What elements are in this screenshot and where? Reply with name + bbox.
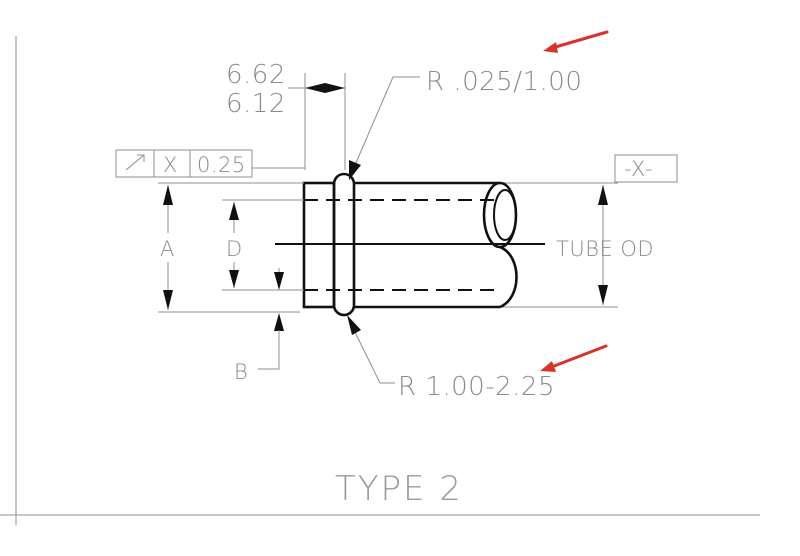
tube-od-label: TUBE OD xyxy=(556,237,654,261)
radius-top-arrow-icon xyxy=(349,160,361,180)
dim-b-label: B xyxy=(234,360,248,384)
tube-od-arrow-bottom-icon xyxy=(598,285,608,305)
drawing-title: TYPE 2 xyxy=(335,469,463,509)
radius-bottom-label: R 1.00-2.25 xyxy=(398,372,555,402)
dim-a-label: A xyxy=(160,237,175,261)
dim-upper-label: 6.62 xyxy=(226,60,286,90)
dim-b-arrow-top-icon xyxy=(274,272,284,290)
radius-top-label: R .025/1.00 xyxy=(426,67,582,97)
red-arrow-bottom-icon xyxy=(540,344,608,372)
dim-d-arrow-bottom-icon xyxy=(229,270,239,288)
feature-control-frame: X 0.25 xyxy=(115,149,253,178)
dim-a-arrow-top-icon xyxy=(163,185,173,205)
radius-top-leader xyxy=(351,76,420,173)
dim-b-leader xyxy=(258,330,280,370)
dim-d-label: D xyxy=(226,237,243,261)
radius-bottom-leader xyxy=(349,321,395,384)
dim-d-arrow-top-icon xyxy=(229,202,239,220)
dim-arrow-left-icon xyxy=(305,83,325,93)
red-arrow-top-icon xyxy=(543,30,609,53)
datum-label: -X- xyxy=(624,157,653,181)
fcf-tolerance: 0.25 xyxy=(197,153,246,177)
tube-od-arrow-top-icon xyxy=(598,185,608,205)
fcf-datum-ref: X xyxy=(163,153,178,177)
datum-box xyxy=(614,154,678,183)
dim-a-arrow-bottom-icon xyxy=(163,290,173,310)
runout-arrow-icon xyxy=(125,154,145,171)
dim-arrow-right-icon xyxy=(325,83,345,93)
dim-b-arrow-bottom-icon xyxy=(274,313,284,331)
tube-part xyxy=(302,172,518,317)
radius-bottom-arrow-icon xyxy=(347,315,361,335)
dim-lower-label: 6.12 xyxy=(226,89,286,119)
